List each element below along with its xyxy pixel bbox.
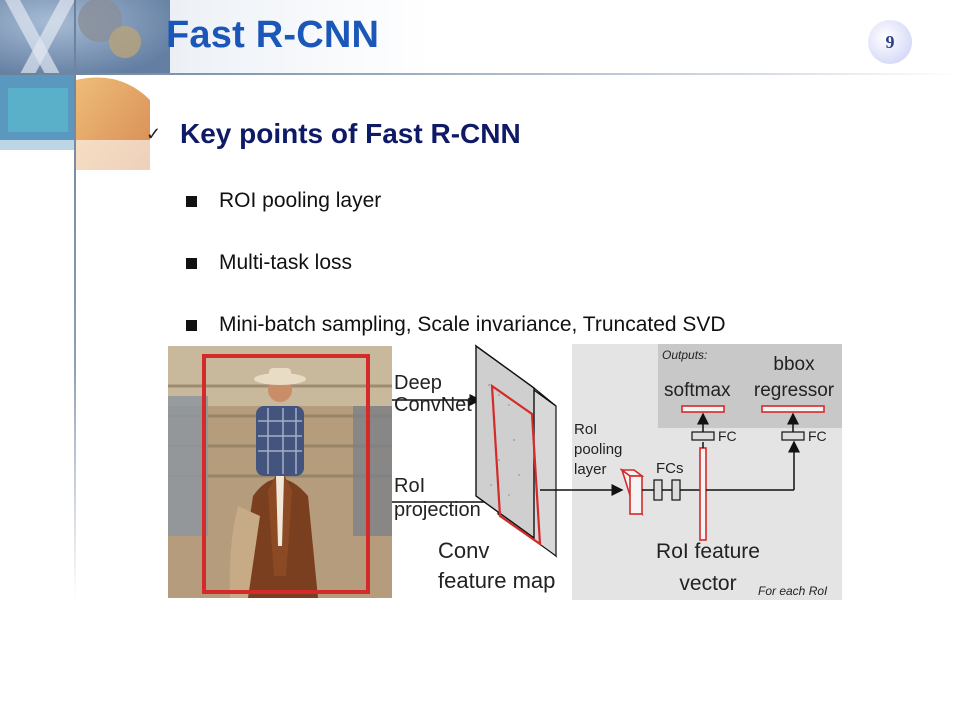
fcs-label: FCs [656,460,684,477]
input-photo [168,346,392,598]
roi-feature-vector [699,447,707,541]
for-each-roi-label: For each RoI [758,584,828,598]
square-bullet-icon [186,195,197,207]
page-number-badge: 9 [868,20,912,64]
label-line: RoI feature [656,540,760,563]
fc-label-right: FC [808,428,827,444]
section-heading: ✓ Key points of Fast R-CNN [146,118,521,150]
checkmark-icon: ✓ [146,123,162,144]
label-line: ConvNet [394,394,472,416]
header-divider [0,73,960,75]
softmax-label: softmax [664,380,731,401]
fc-left-box [691,431,715,441]
roi-projection-label: RoI projection [394,474,481,522]
feature-map-front [475,344,535,540]
label-line: RoI [394,475,426,497]
fast-rcnn-architecture-figure: Deep ConvNet RoI projection Conv feature… [168,344,842,602]
square-bullet-icon [186,257,197,269]
fc-layer-1 [653,479,663,501]
feature-map-roi [490,383,542,547]
label-line: bbox [773,354,815,375]
left-divider [74,0,76,600]
label-line: projection [394,499,481,521]
fc-right-box [781,431,805,441]
bbox-regressor-label: bbox regressor [752,352,836,404]
label-line: Deep [394,372,442,394]
fc-layer-2 [671,479,681,501]
label-line: regressor [753,380,835,401]
label-line: Conv [438,538,490,563]
conv-feature-map-label: Conv feature map [438,536,555,596]
section-heading-text: Key points of Fast R-CNN [180,118,521,149]
corner-decoration-image [0,0,170,170]
list-item: Mini-batch sampling, Scale invariance, T… [186,294,726,356]
slide-title: Fast R-CNN [166,14,380,56]
roi-pooling-layer-label: RoI pooling layer [574,420,622,480]
label-line: feature map [438,568,556,593]
bullet-text: Multi-task loss [219,251,353,274]
deep-convnet-label: Deep ConvNet [394,372,472,416]
roi-feature-vector-label: RoI feature vector [642,536,774,600]
label-line: vector [679,572,737,595]
bullet-list: ROI pooling layer Multi-task loss Mini-b… [186,170,726,356]
square-bullet-icon [186,319,197,331]
softmax-output-bar [681,405,725,413]
list-item: Multi-task loss [186,232,726,294]
label-line: pooling [574,441,623,458]
list-item: ROI pooling layer [186,170,726,232]
bullet-text: Mini-batch sampling, Scale invariance, T… [219,313,726,336]
bbox-output-bar [761,405,825,413]
label-line: layer [574,461,607,478]
label-line: RoI [574,421,598,438]
architecture-diagram [392,344,825,558]
outputs-label: Outputs: [662,348,708,362]
pooling-cube-front [629,475,643,515]
bullet-text: ROI pooling layer [219,189,382,212]
fc-label-left: FC [718,428,737,444]
